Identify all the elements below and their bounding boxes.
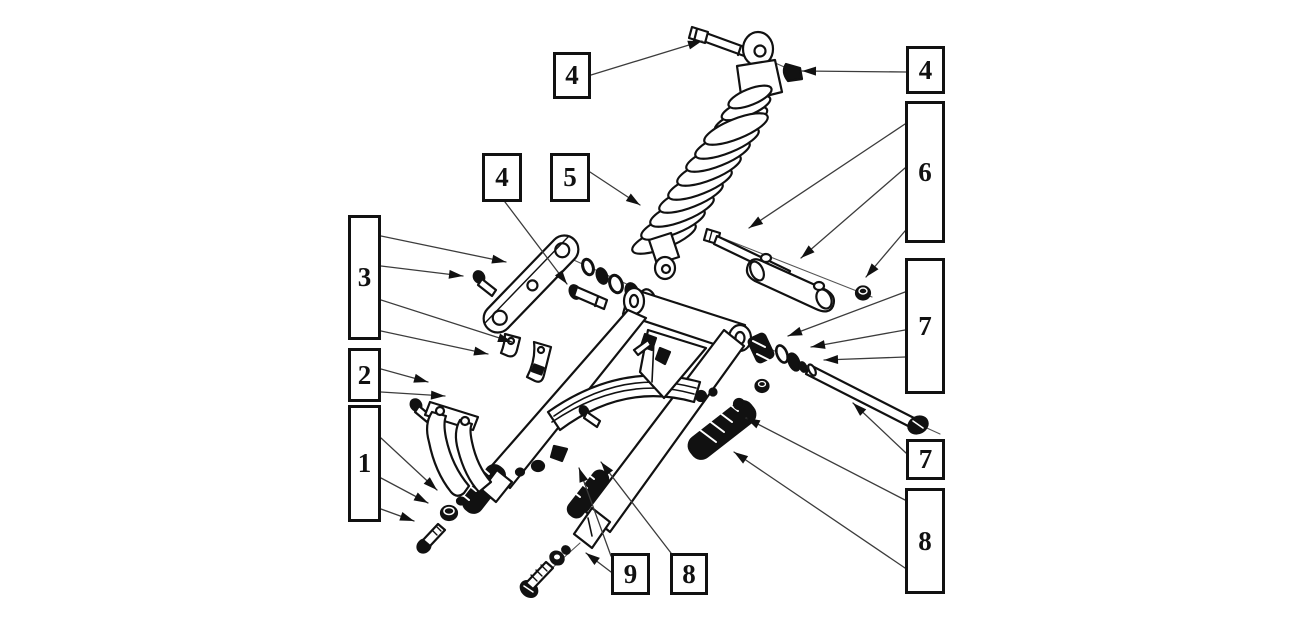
dome-nut [784, 64, 802, 81]
leader-lines [381, 41, 906, 572]
callout-label: 1 [357, 448, 372, 478]
callout-box-6: 6 [905, 101, 945, 243]
front-bolt [415, 524, 445, 555]
leader-arrowhead [601, 462, 614, 476]
callout-box-1: 1 [348, 405, 381, 522]
shock-mount-pin [568, 284, 607, 309]
leader-arrowhead [497, 333, 512, 343]
callout-box-3: 3 [348, 215, 381, 340]
lock-nut [441, 498, 465, 521]
callout-box-4: 4 [553, 52, 591, 99]
swingarm [459, 288, 751, 548]
lower-clevis [649, 233, 679, 279]
leader-arrowhead [473, 346, 488, 356]
callout-label: 4 [565, 60, 579, 90]
leader-arrowhead [802, 66, 817, 76]
callout-label: 8 [682, 558, 696, 589]
callout-box-8: 8 [905, 488, 945, 594]
callout-label: 8 [918, 525, 932, 556]
clamp-bracket-lower [527, 342, 551, 382]
pivot-tube [623, 288, 751, 352]
rocker-arm [472, 230, 584, 382]
leader-arrowhead [423, 477, 437, 490]
callout-label: 7 [918, 310, 932, 341]
callout-label: 2 [357, 359, 372, 390]
rear-pin [578, 405, 600, 427]
callout-box-9: 9 [611, 553, 650, 595]
leader-arrowhead [788, 326, 803, 336]
tie-rod [747, 254, 835, 311]
leader-arrowhead [579, 468, 589, 483]
shock-absorber [629, 32, 782, 279]
linkage-nut [856, 287, 870, 300]
leader-arrowhead [399, 511, 414, 521]
callout-label: 4 [918, 54, 933, 85]
gusset [640, 330, 706, 398]
callout-box-2: 2 [348, 348, 381, 402]
callout-label: 7 [918, 444, 933, 474]
leader-arrowhead [866, 263, 879, 277]
leader-arrowhead [491, 254, 506, 264]
bottom-bolt [518, 545, 572, 600]
pivot-washers [774, 344, 808, 373]
leader-arrowhead [811, 340, 826, 349]
callout-label: 6 [918, 156, 932, 187]
center-washers [516, 446, 567, 476]
leader-arrowhead [586, 553, 600, 566]
leader-arrowhead [430, 390, 445, 400]
leader-arrowhead [746, 418, 761, 429]
leader-arrowhead [448, 269, 463, 279]
pivot-bushing [747, 332, 774, 363]
upper-mount-bolt [689, 27, 750, 57]
callout-box-8: 8 [670, 553, 708, 595]
callout-label: 5 [563, 162, 577, 192]
callout-label: 9 [623, 558, 638, 589]
rocker-bolt [472, 269, 496, 296]
chain-tensioner [685, 380, 769, 463]
callout-box-4: 4 [906, 46, 945, 94]
leader-arrowhead [749, 216, 764, 228]
callout-box-4: 4 [482, 153, 522, 202]
hose-guides [634, 334, 670, 364]
callout-box-5: 5 [550, 153, 590, 202]
pivot-axle [806, 363, 931, 436]
leader-arrowhead [554, 270, 567, 284]
chain-guide-bracket [408, 397, 491, 496]
callout-box-7: 7 [906, 439, 945, 480]
leader-arrowhead [413, 492, 428, 503]
leader-arrowhead [824, 354, 839, 364]
callout-label: 3 [357, 262, 372, 292]
leader-arrowhead [687, 40, 702, 50]
leader-arrowhead [413, 373, 428, 383]
leader-arrowhead [625, 193, 640, 205]
leader-arrowhead [734, 452, 749, 464]
callout-box-7: 7 [905, 258, 945, 394]
leader-arrowhead [801, 245, 815, 258]
leader-arrowhead [853, 403, 867, 416]
coil-spring [629, 107, 772, 260]
callout-label: 4 [495, 162, 509, 192]
right-arm [586, 330, 744, 532]
